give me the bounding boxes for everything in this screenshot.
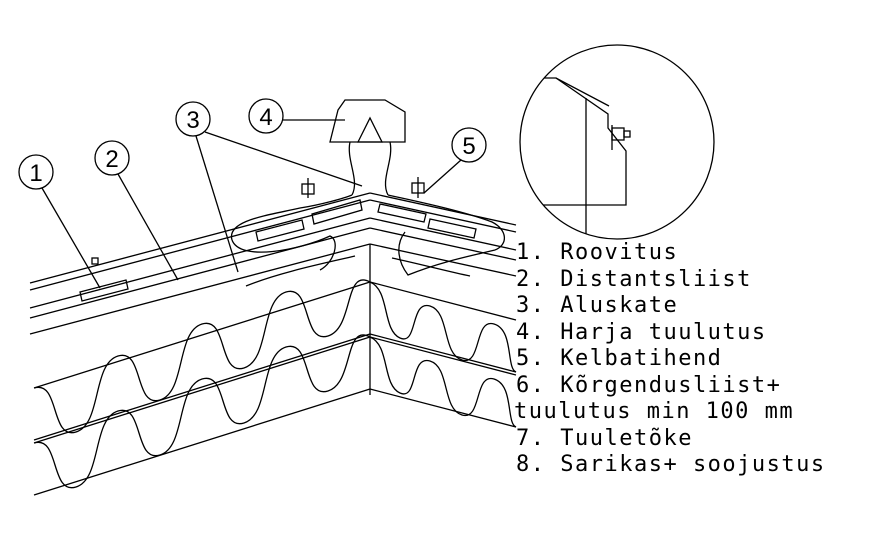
callout-circle-5 xyxy=(451,127,487,163)
legend-item-8: 8. Sarikas+ soojustus xyxy=(516,452,826,477)
ridge-vent-airflow xyxy=(230,99,506,287)
callout-number-4: 4 xyxy=(259,104,272,131)
callout-number-1: 1 xyxy=(29,160,42,187)
battens xyxy=(79,177,477,302)
callout-circle-4 xyxy=(248,98,284,134)
legend-item-4: 4. Harja tuulutus xyxy=(516,319,767,345)
insulation-right xyxy=(369,281,517,428)
callout-circle-2 xyxy=(94,140,130,176)
callout-number-2: 2 xyxy=(105,146,118,173)
legend-item-1: 1. Roovitus xyxy=(516,240,679,265)
legend-item-3: 3. Aluskate xyxy=(516,293,679,318)
legend-item-5: 5. Kelbatihend xyxy=(516,346,723,371)
legend-list: 1. Roovitus 2. Distantsliist 3. Aluskate… xyxy=(514,240,826,479)
callout-number-5: 5 xyxy=(462,133,475,160)
legend-item-6-continued: tuulutus min 100 mm xyxy=(514,399,795,424)
roof-layer-lines-left xyxy=(29,192,371,335)
leader-lines xyxy=(41,119,462,289)
detail-circle xyxy=(519,44,715,240)
legend-item-7: 7. Tuuletõke xyxy=(516,425,693,451)
roof-layer-lines-right xyxy=(369,192,517,277)
insulation-left xyxy=(33,279,371,496)
detail-circle-content xyxy=(520,77,631,239)
legend-item-2: 2. Distantsliist xyxy=(516,266,752,292)
callout-circle-1 xyxy=(18,154,54,190)
callout-circle-3 xyxy=(175,101,211,137)
legend-item-6: 6. Kõrgendusliist+ xyxy=(516,372,782,398)
callout-number-3: 3 xyxy=(186,107,199,134)
